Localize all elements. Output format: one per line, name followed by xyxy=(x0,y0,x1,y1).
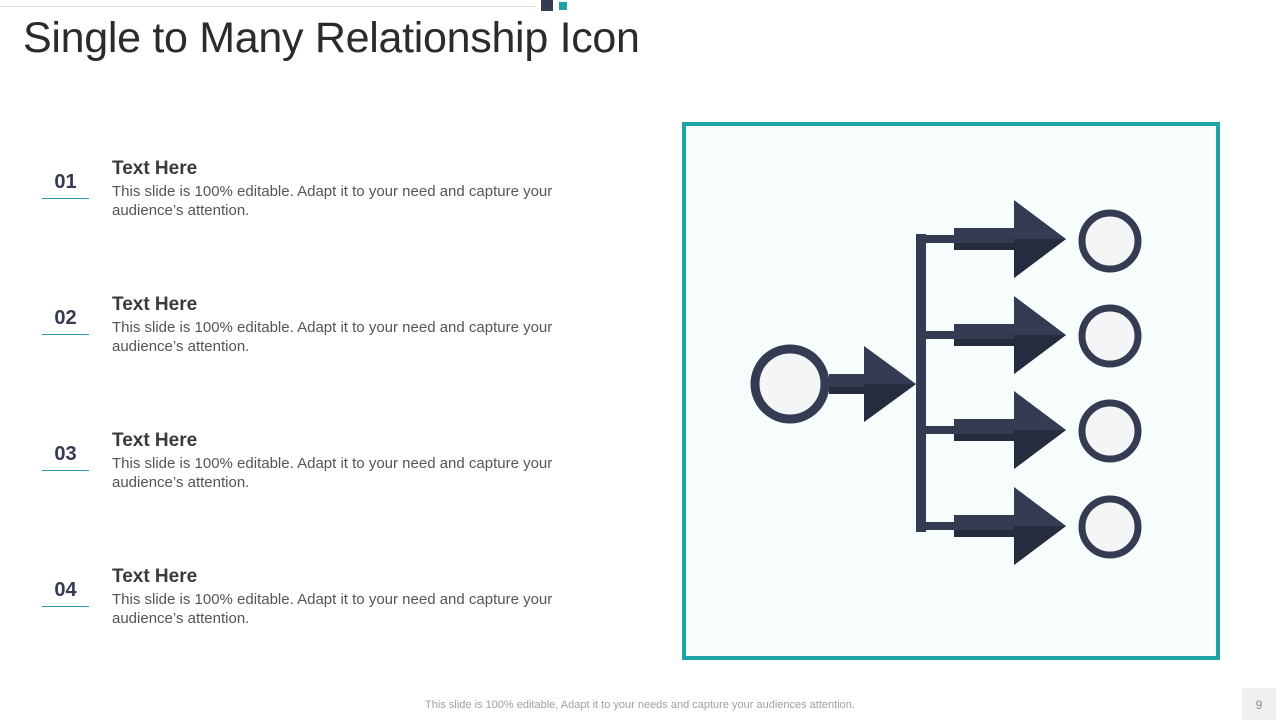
item-heading: Text Here xyxy=(112,430,198,451)
item-number: 04 xyxy=(54,579,77,601)
item-number-underline xyxy=(42,470,89,471)
page-number: 9 xyxy=(1255,698,1263,712)
item-number: 02 xyxy=(54,307,77,329)
list-item: 04 Text Here This slide is 100% editable… xyxy=(42,566,602,656)
page-number-tab: 9 xyxy=(1242,688,1276,720)
branch-arrow-4 xyxy=(926,487,1066,565)
branch-arrow-3 xyxy=(926,391,1066,469)
item-heading: Text Here xyxy=(112,158,198,179)
item-description: This slide is 100% editable. Adapt it to… xyxy=(112,183,553,219)
top-divider-line xyxy=(0,6,536,7)
target-node-circle xyxy=(1078,495,1142,559)
decor-square-dark xyxy=(541,0,553,11)
target-node-circle xyxy=(1078,399,1142,463)
target-node-circle xyxy=(1078,304,1142,368)
source-node-circle xyxy=(750,344,830,424)
item-description: This slide is 100% editable. Adapt it to… xyxy=(112,455,553,491)
item-number: 03 xyxy=(54,443,77,465)
item-description: This slide is 100% editable. Adapt it to… xyxy=(112,319,553,355)
item-number: 01 xyxy=(54,171,77,193)
list-item: 02 Text Here This slide is 100% editable… xyxy=(42,294,602,384)
item-number-underline xyxy=(42,334,89,335)
list-item: 01 Text Here This slide is 100% editable… xyxy=(42,158,602,248)
branch-arrow-2 xyxy=(926,296,1066,374)
single-to-many-relationship-icon xyxy=(750,200,1142,565)
slide-title: Single to Many Relationship Icon xyxy=(23,14,640,62)
item-heading: Text Here xyxy=(112,566,198,587)
target-node-circle xyxy=(1078,209,1142,273)
icon-frame xyxy=(682,122,1220,660)
list-item: 03 Text Here This slide is 100% editable… xyxy=(42,430,602,520)
item-number-underline xyxy=(42,198,89,199)
branch-arrow-1 xyxy=(926,200,1066,278)
connector-line xyxy=(916,234,926,532)
item-number-underline xyxy=(42,606,89,607)
item-heading: Text Here xyxy=(112,294,198,315)
decor-square-teal xyxy=(559,2,567,10)
item-description: This slide is 100% editable. Adapt it to… xyxy=(112,591,553,627)
footer-text: This slide is 100% editable, Adapt it to… xyxy=(425,699,855,711)
